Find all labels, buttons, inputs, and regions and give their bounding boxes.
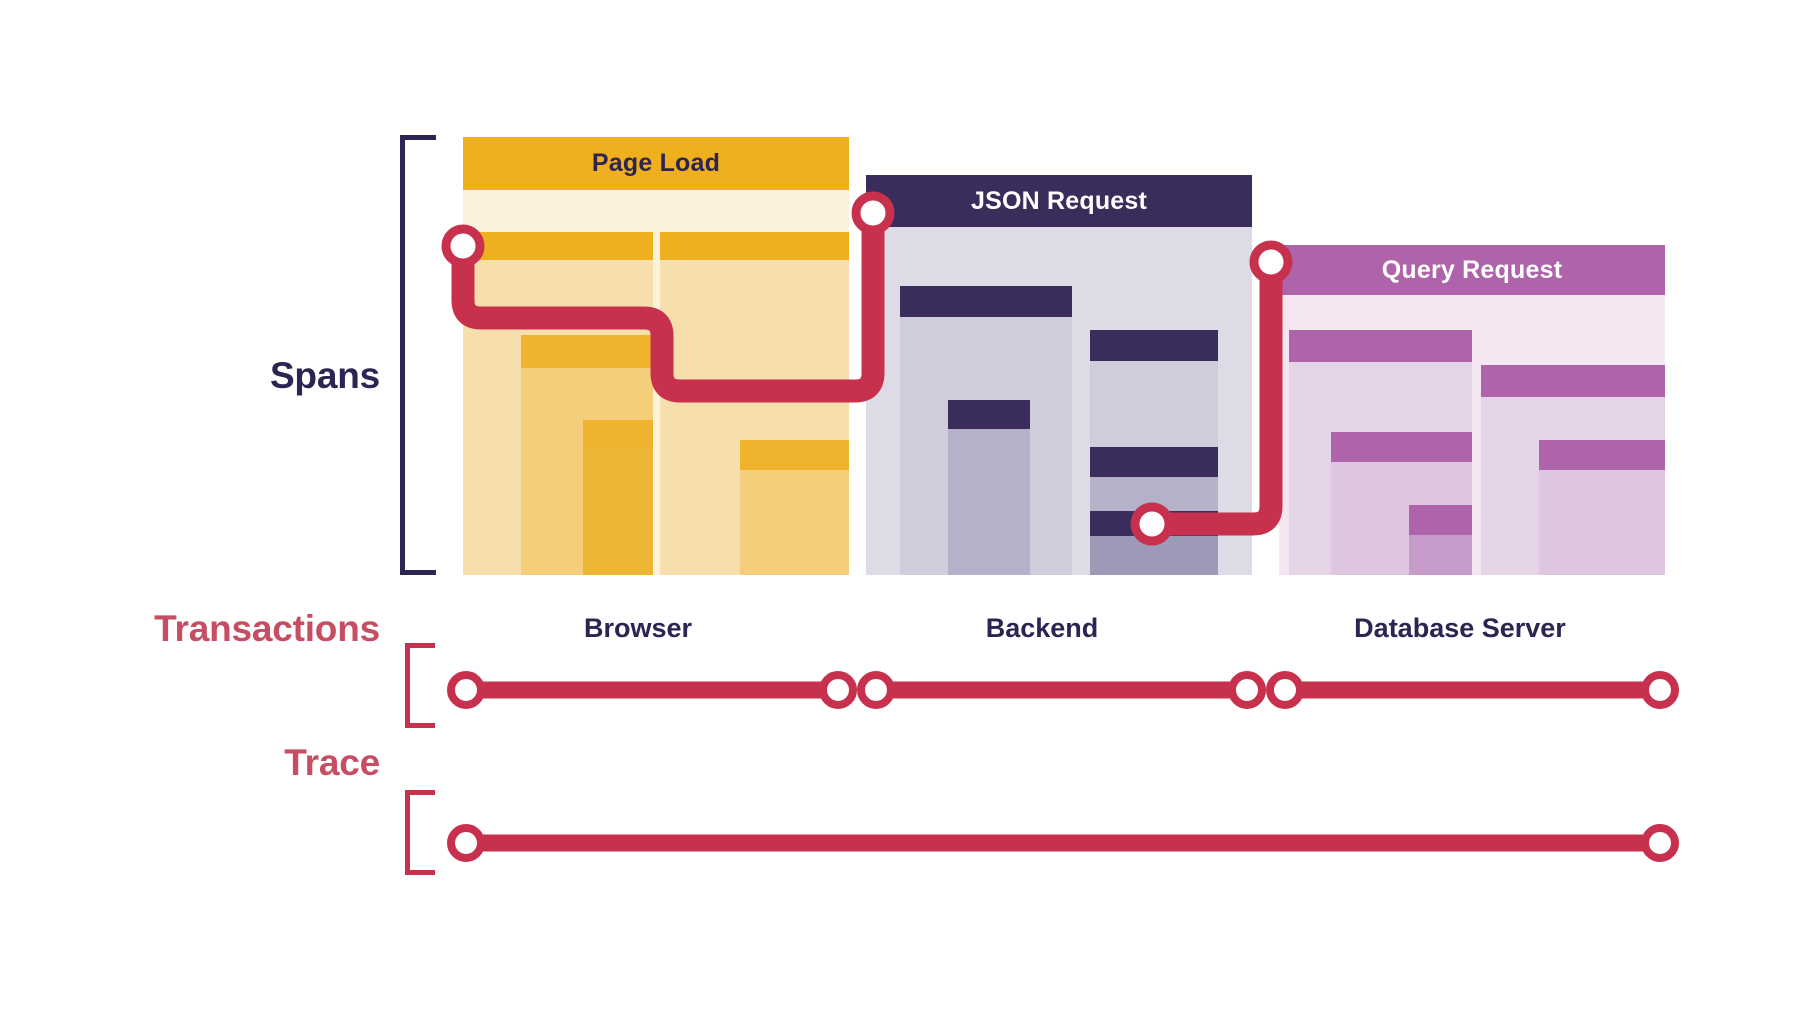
transaction-node-database-start [1266, 671, 1304, 709]
span-bar-backend-4 [1090, 511, 1218, 575]
row-label-spans: Spans [269, 355, 380, 396]
bracket-trace [405, 790, 435, 875]
span-cap [583, 420, 653, 448]
span-bar-database-2 [1409, 505, 1472, 575]
span-cap [1409, 505, 1472, 535]
bracket-spans [400, 135, 436, 575]
transaction-node-backend-end [1228, 671, 1266, 709]
span-cap [660, 232, 849, 260]
span-cap [1090, 330, 1218, 361]
row-label-transactions: Transactions [154, 608, 380, 649]
span-bar-backend-1 [948, 400, 1030, 575]
span-cap [1481, 365, 1665, 397]
span-bar-browser-4 [740, 440, 849, 575]
span-cap [900, 286, 1072, 317]
span-cap [1539, 440, 1665, 470]
span-bar-browser-2 [583, 420, 653, 575]
transaction-header-query-request: Query Request [1279, 245, 1665, 295]
span-cap [1289, 330, 1472, 362]
span-fill [948, 400, 1030, 575]
transaction-node-backend-start [857, 671, 895, 709]
transaction-header-label: Query Request [1381, 255, 1563, 284]
bracket-transactions [405, 643, 435, 728]
trace-node-start [447, 824, 485, 862]
service-caption-browser: Browser [583, 613, 693, 643]
span-cap [463, 232, 653, 260]
transaction-node-browser-start [447, 671, 485, 709]
span-cap [521, 335, 653, 368]
span-cap [1090, 447, 1218, 477]
span-bar-database-4 [1539, 440, 1665, 575]
transaction-header-label: Page Load [591, 149, 721, 177]
transaction-header-page-load: Page Load [463, 137, 849, 190]
span-cap [1090, 511, 1218, 536]
service-caption-backend: Backend [985, 613, 1099, 643]
transaction-header-json-request: JSON Request [866, 175, 1252, 227]
service-caption-database: Database Server [1354, 613, 1566, 643]
transaction-header-label: JSON Request [970, 186, 1148, 215]
span-cap [948, 400, 1030, 429]
transaction-node-database-end [1641, 671, 1679, 709]
trace-node-end [1641, 824, 1679, 862]
row-label-trace: Trace [284, 742, 380, 783]
span-cap [1331, 432, 1472, 462]
span-cap [740, 440, 849, 470]
transaction-node-browser-end [819, 671, 857, 709]
